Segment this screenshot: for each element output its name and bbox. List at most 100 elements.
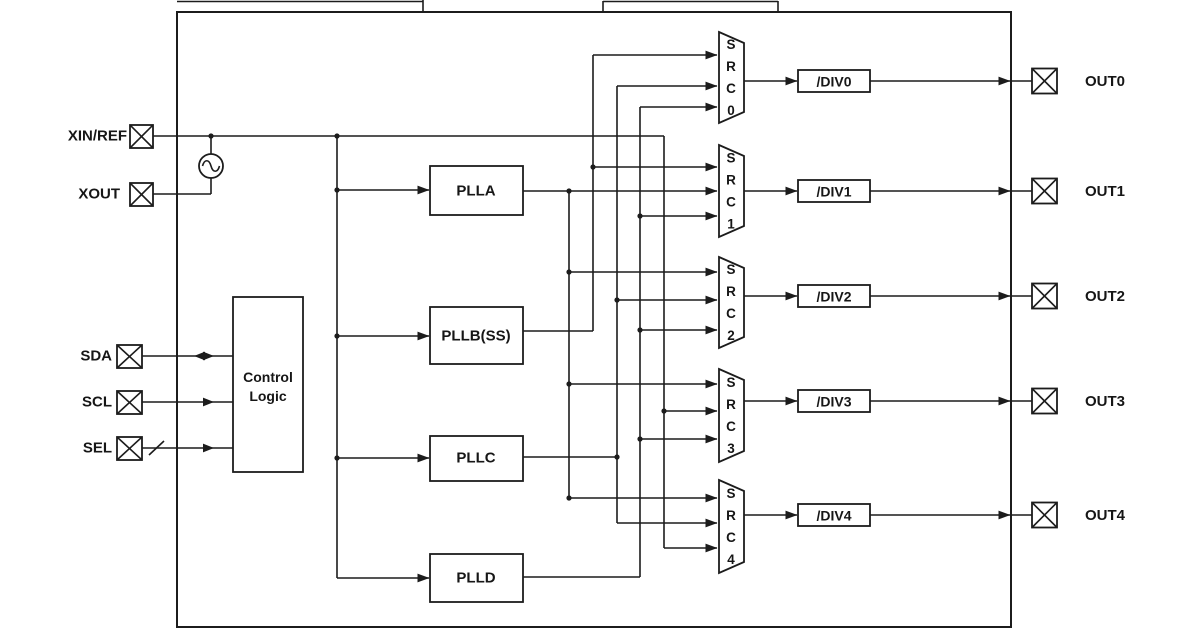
src4-letter-1: R <box>726 508 736 523</box>
crystal-osc-icon <box>198 136 224 194</box>
pin-xinref: XIN/REF <box>68 124 154 149</box>
out3-label: OUT3 <box>1085 393 1125 410</box>
src0-mux: S R C 0 <box>718 30 745 125</box>
div4-label: /DIV4 <box>816 508 851 524</box>
out4-label: OUT4 <box>1085 507 1126 524</box>
pllb-label: PLLB(SS) <box>441 328 510 345</box>
out1-label: OUT1 <box>1085 183 1125 200</box>
pin-scl: SCL <box>82 390 143 415</box>
control-logic-label-line2: Logic <box>249 388 287 404</box>
out2-pad <box>1031 282 1058 310</box>
pin-xinref-pad <box>129 124 154 149</box>
output-chain-wires <box>744 76 1032 520</box>
pll-block-pllc: PLLC <box>429 435 524 482</box>
out4-pad <box>1031 501 1058 529</box>
out0-pad <box>1031 67 1058 95</box>
pin-xout: XOUT <box>78 182 154 207</box>
src3-letter-2: C <box>726 419 736 434</box>
junction-dot <box>334 133 340 139</box>
junction-dot <box>661 408 667 414</box>
pin-scl-pad <box>116 390 143 415</box>
src2-letter-1: R <box>726 284 736 299</box>
src2-letter-3: 2 <box>727 328 735 343</box>
out3-pad <box>1031 387 1058 415</box>
sda-right-arrowhead <box>203 351 214 361</box>
src1-mux: S R C 1 <box>718 143 745 239</box>
src0-letter-3: 0 <box>727 103 735 118</box>
pin-sel: SEL <box>83 436 143 461</box>
div0-block: /DIV0 <box>797 69 871 93</box>
pin-sda-pad <box>116 344 143 369</box>
pll-block-plld: PLLD <box>429 553 524 603</box>
junction-dot <box>566 381 572 387</box>
out1-pin: OUT1 <box>1031 177 1125 205</box>
junction-dot <box>208 133 214 139</box>
junction-dot <box>334 187 340 193</box>
src2-letter-0: S <box>726 262 735 277</box>
out0-label: OUT0 <box>1085 73 1125 90</box>
junction-dot <box>637 436 643 442</box>
junction-dot <box>334 333 340 339</box>
control-logic-label-line1: Control <box>243 369 293 385</box>
pin-xout-pad <box>129 182 154 207</box>
src1-letter-0: S <box>726 151 735 166</box>
pin-sda: SDA <box>80 344 143 369</box>
scl-arrowhead <box>203 397 214 407</box>
out2-label: OUT2 <box>1085 288 1125 305</box>
pin-sda-label: SDA <box>80 348 112 365</box>
div3-block: /DIV3 <box>797 389 871 413</box>
pin-scl-label: SCL <box>82 394 112 411</box>
junction-dot <box>334 455 340 461</box>
reference-distribution-wires <box>336 136 430 583</box>
sel-bus-slash-icon <box>148 440 165 456</box>
div0-label: /DIV0 <box>816 74 851 90</box>
div4-block: /DIV4 <box>797 503 871 527</box>
junction-dot <box>614 297 620 303</box>
out1-pad <box>1031 177 1058 205</box>
src3-mux: S R C 3 <box>718 367 745 464</box>
div3-label: /DIV3 <box>816 394 851 410</box>
out0-pin: OUT0 <box>1031 67 1125 95</box>
pin-xout-label: XOUT <box>78 186 120 203</box>
plld-label: PLLD <box>456 570 495 587</box>
src3-letter-3: 3 <box>727 441 735 456</box>
chip-outline <box>176 11 1012 628</box>
junction-dot <box>566 495 572 501</box>
junction-dot <box>637 213 643 219</box>
junction-dot <box>590 164 596 170</box>
control-logic-block: Control Logic <box>232 296 304 473</box>
div2-label: /DIV2 <box>816 289 851 305</box>
src0-letter-0: S <box>726 37 735 52</box>
src3-letter-1: R <box>726 397 736 412</box>
junction-dot <box>566 269 572 275</box>
pin-sel-label: SEL <box>83 440 112 457</box>
src2-mux: S R C 2 <box>718 255 745 350</box>
top-edge-remnants <box>177 0 779 12</box>
src1-letter-1: R <box>726 173 736 188</box>
pin-wires <box>142 135 664 456</box>
clock-routing-wires <box>208 50 718 578</box>
div2-block: /DIV2 <box>797 284 871 308</box>
pllc-label: PLLC <box>456 450 495 467</box>
src4-letter-2: C <box>726 530 736 545</box>
plla-label: PLLA <box>456 183 495 200</box>
pll-block-plla: PLLA <box>429 165 524 216</box>
src4-letter-3: 4 <box>727 552 735 567</box>
src1-letter-3: 1 <box>727 217 735 232</box>
pin-xinref-label: XIN/REF <box>68 128 127 145</box>
pll-block-pllb: PLLB(SS) <box>429 306 524 365</box>
out2-pin: OUT2 <box>1031 282 1125 310</box>
sel-arrowhead <box>203 443 214 453</box>
junction-dot <box>637 327 643 333</box>
src3-letter-0: S <box>726 375 735 390</box>
out4-pin: OUT4 <box>1031 501 1126 529</box>
src4-mux: S R C 4 <box>718 478 745 575</box>
pin-sel-pad <box>116 436 143 461</box>
src4-letter-0: S <box>726 486 735 501</box>
src1-letter-2: C <box>726 195 736 210</box>
div1-label: /DIV1 <box>816 184 851 200</box>
sda-left-arrowhead <box>194 351 205 361</box>
junction-dot <box>566 188 572 194</box>
